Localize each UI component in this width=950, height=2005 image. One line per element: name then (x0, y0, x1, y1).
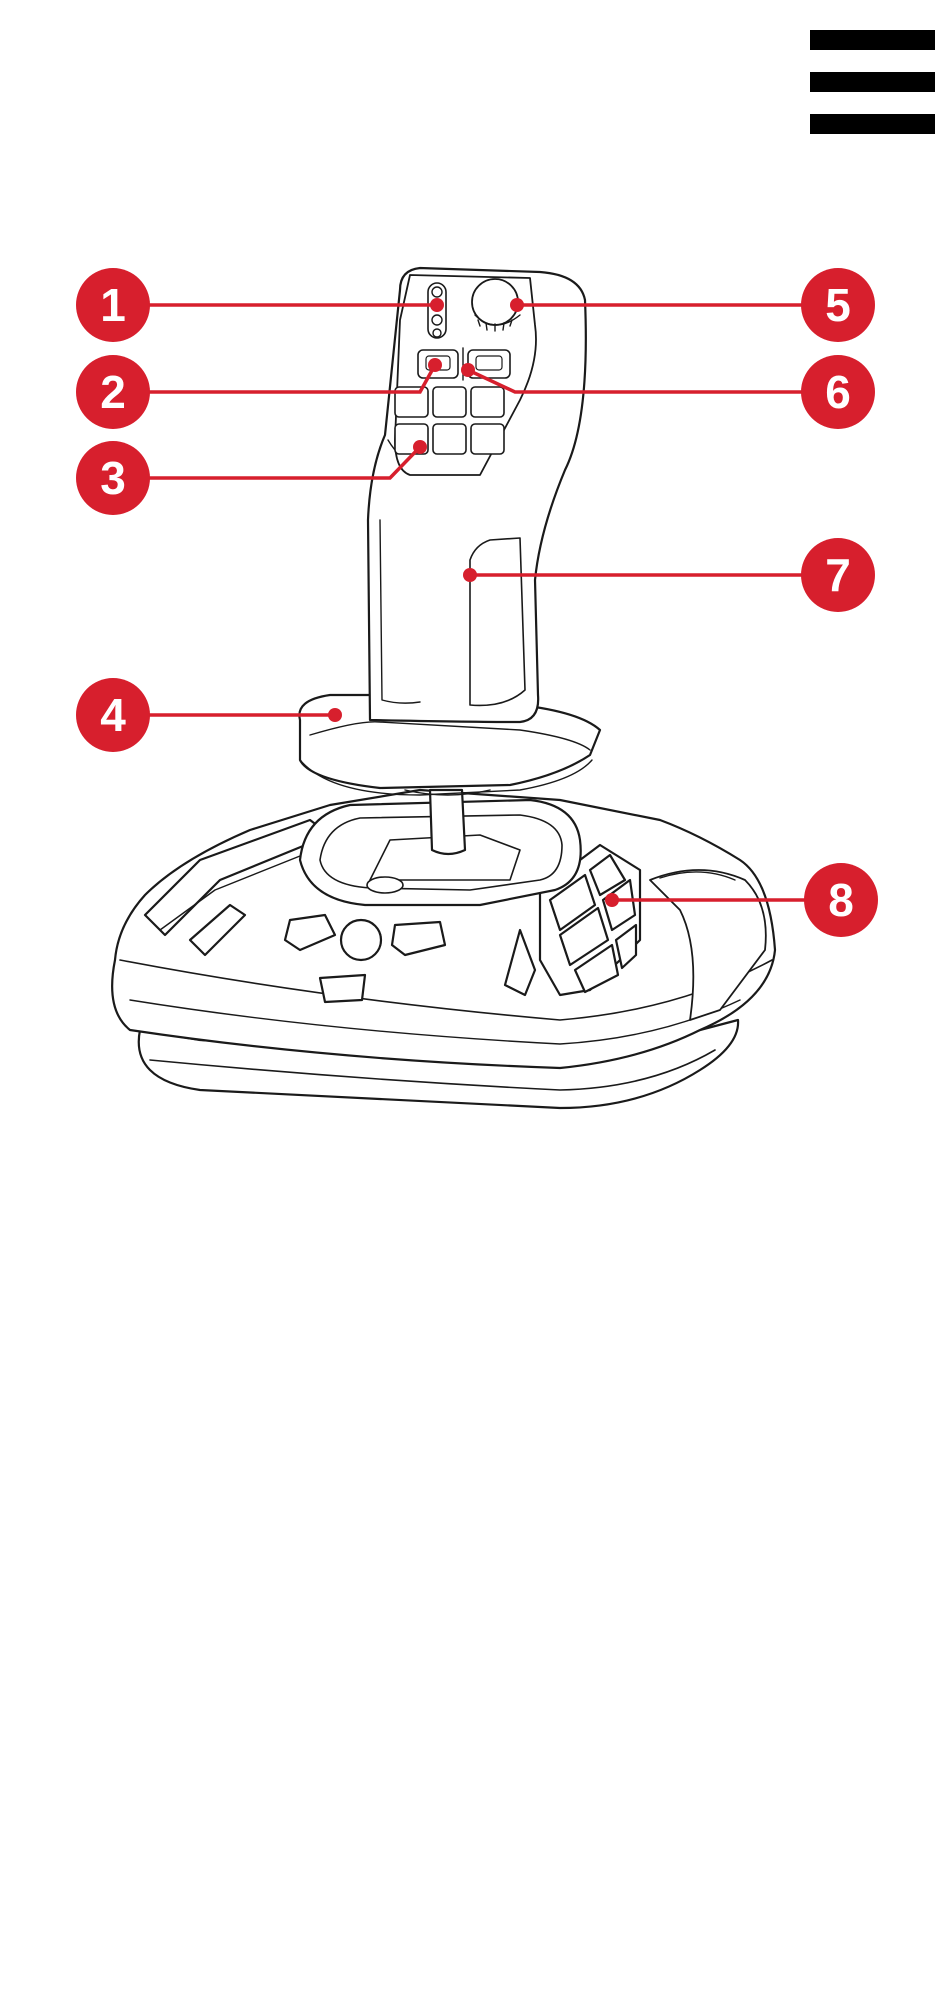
callout-3-label: 3 (100, 452, 126, 504)
callout-3: 3 (76, 441, 150, 515)
callout-1: 1 (76, 268, 150, 342)
callout-2: 2 (76, 355, 150, 429)
callout-4: 4 (76, 678, 150, 752)
callout-5: 5 (801, 268, 875, 342)
callout-1-label: 1 (100, 279, 126, 331)
callout-6: 6 (801, 355, 875, 429)
callout-6-label: 6 (825, 366, 851, 418)
callout-8: 8 (804, 863, 878, 937)
joystick-line-drawing-icon (112, 268, 775, 1108)
callout-5-label: 5 (825, 279, 851, 331)
callout-4-label: 4 (100, 689, 126, 741)
callout-8-label: 8 (828, 874, 854, 926)
callout-2-label: 2 (100, 366, 126, 418)
callout-7-label: 7 (825, 549, 851, 601)
joystick-diagram: 1 2 3 4 5 6 7 8 (0, 0, 950, 1150)
callout-7: 7 (801, 538, 875, 612)
